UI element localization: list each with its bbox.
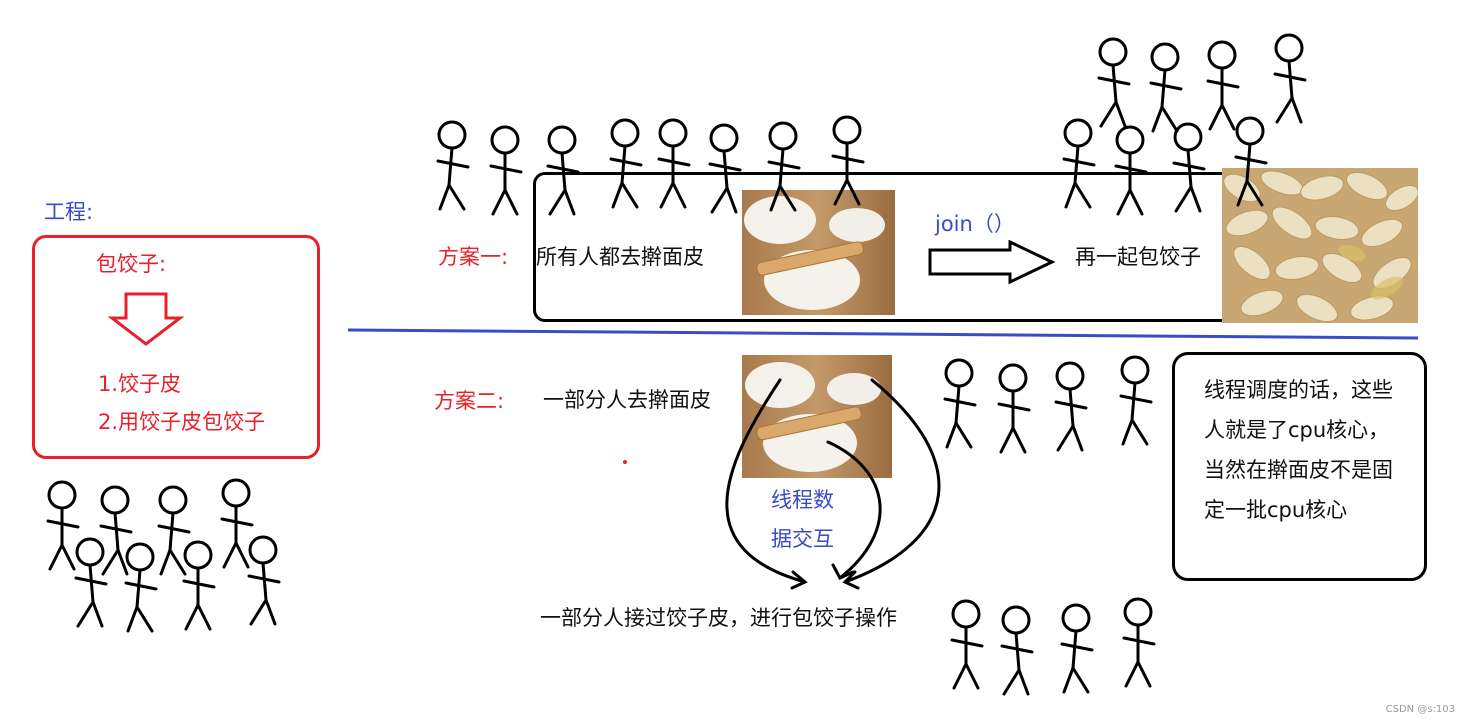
- stick-figure-icon: [1273, 33, 1307, 124]
- project-step-2: 2.用饺子皮包饺子: [98, 410, 266, 434]
- stick-figure-icon: [46, 480, 80, 571]
- stick-figure-icon: [1206, 40, 1240, 131]
- project-box: [32, 235, 320, 459]
- stick-figure-icon: [1062, 118, 1096, 209]
- note-box: [1172, 352, 1427, 581]
- plan2-text: 一部分人去擀面皮: [543, 388, 711, 412]
- plan2-label: 方案二:: [434, 389, 505, 413]
- plan2-bottom: 一部分人接过饺子皮，进行包饺子操作: [540, 606, 897, 630]
- stick-figure-icon: [1097, 37, 1131, 128]
- stick-figure-icon: [1149, 42, 1183, 133]
- stick-figure-icon: [1114, 125, 1148, 216]
- project-step-1: 1.饺子皮: [98, 372, 182, 396]
- stick-figure-icon: [831, 115, 865, 206]
- stick-figure-icon: [997, 363, 1031, 454]
- stick-figure-icon: [657, 118, 691, 209]
- stick-figure-icon: [708, 123, 742, 214]
- watermark: CSDN @s:103: [1385, 704, 1455, 715]
- stick-figure-icon: [220, 478, 254, 569]
- stick-figure-icon: [767, 121, 801, 212]
- stick-figure-icon: [1000, 605, 1034, 696]
- stick-figure-icon: [74, 537, 108, 628]
- divider-line: [348, 328, 1419, 340]
- stick-figure-icon: [1172, 122, 1206, 213]
- exchange-line-1: 线程数: [771, 488, 834, 512]
- stick-figure-icon: [157, 485, 191, 576]
- curved-arrows: [725, 378, 941, 590]
- stick-figure-icon: [609, 118, 643, 209]
- exchange-line-2: 据交互: [771, 527, 834, 551]
- stick-figure-icon: [1054, 361, 1088, 452]
- note-text: 线程调度的话，这些人就是了cpu核心，当然在擀面皮不是固定一批cpu核心: [1204, 378, 1393, 522]
- stick-figure-icon: [1122, 597, 1156, 688]
- red-dot: [623, 460, 627, 464]
- stick-figure-icon: [1119, 355, 1153, 446]
- down-arrow-icon: [108, 292, 184, 346]
- join-label: join（）: [935, 212, 1015, 236]
- project-label: 工程:: [44, 200, 94, 224]
- stick-figure-icon: [1060, 603, 1094, 694]
- right-arrow-icon: [928, 240, 1056, 285]
- stick-figure-icon: [950, 599, 984, 690]
- dough-photo: [742, 190, 895, 315]
- stick-figure-icon: [489, 125, 523, 216]
- project-title: 包饺子:: [96, 252, 167, 276]
- plan1-text: 所有人都去擀面皮: [536, 245, 704, 269]
- stick-figure-icon: [247, 535, 281, 626]
- stick-figure-icon: [182, 540, 216, 631]
- stick-figure-icon: [124, 542, 158, 633]
- stick-figure-icon: [99, 485, 133, 576]
- stick-figure-icon: [943, 358, 977, 449]
- stick-figure-icon: [546, 125, 580, 216]
- plan1-next: 再一起包饺子: [1075, 245, 1201, 269]
- stick-figure-icon: [1234, 116, 1268, 207]
- plan1-label: 方案一:: [438, 245, 509, 269]
- stick-figure-icon: [436, 120, 470, 211]
- dough-photo-2: [742, 355, 892, 478]
